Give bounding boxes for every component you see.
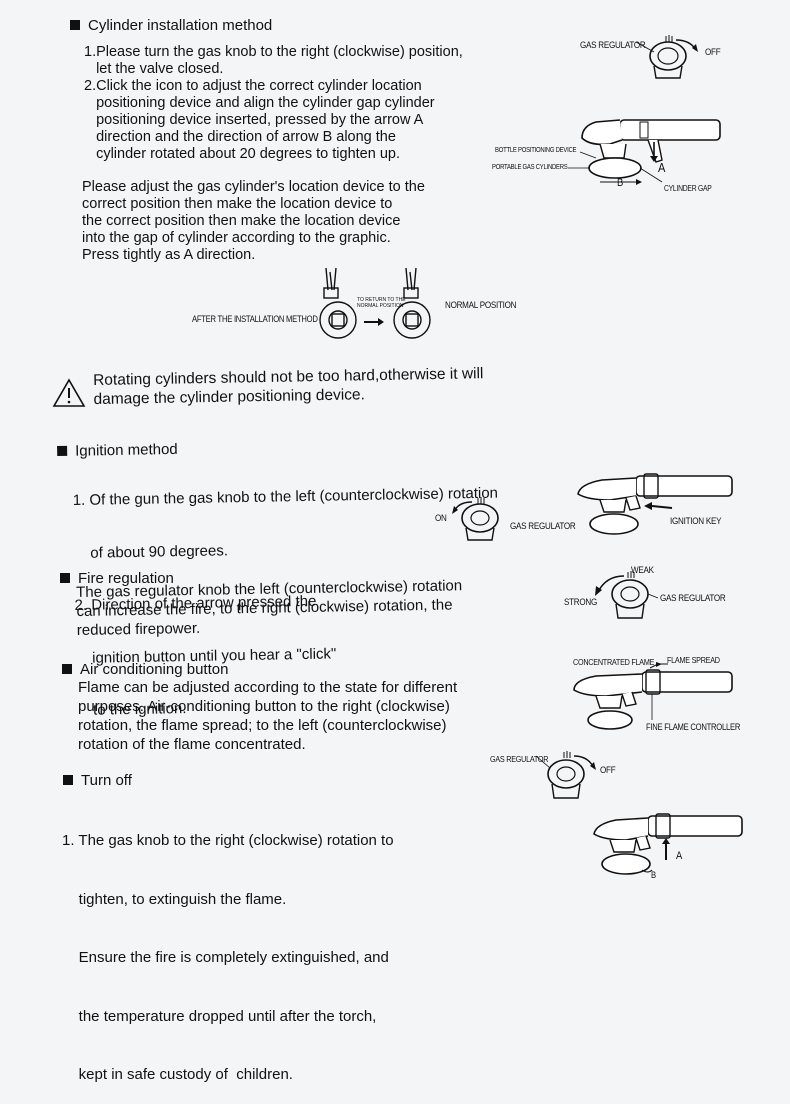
label-a: A [676,850,682,862]
cylinder-para-line: correct position then make the location … [82,196,393,212]
turnoff-line: 1. The gas knob to the right (clockwise)… [62,832,394,849]
cylinder-section-title: Cylinder installation method [70,17,272,35]
gas-regulator-label: GAS REGULATOR [510,521,576,532]
turnoff-torch-illustration [593,813,743,875]
bullet-square-icon [63,775,73,785]
off-label: OFF [705,47,721,58]
fine-flame-controller-label: FINE FLAME CONTROLLER [646,722,741,732]
air-section-title: Air conditioning button [62,661,228,679]
cylinder-paragraph: Please adjust the gas cylinder's locatio… [82,179,425,264]
warning-triangle-icon [52,378,86,407]
cylinder-step-line: cylinder rotated about 20 degrees to tig… [84,146,400,162]
off-label: OFF [600,765,616,776]
weak-label: WEAK [631,565,654,576]
turnoff-line: kept in safe custody of children. [62,1066,293,1083]
cylinder-gap-label: CYLINDER GAP [664,184,712,193]
label-a: A [658,160,666,175]
portable-cylinders-label: PORTABLE GAS CYLINDERS [492,164,568,171]
fire-steps: The gas regulator knob the left (counter… [76,576,463,640]
turnoff-steps: 1. The gas knob to the right (clockwise)… [62,792,394,1104]
air-line: purposes. Air-conditioning button to the… [78,698,450,715]
turnoff-knob-icon [535,751,596,799]
bullet-square-icon [57,445,68,456]
air-line: rotation, the flame spread; to the left … [78,717,447,734]
turnoff-line: Ensure the fire is completely extinguish… [62,949,389,966]
air-line: Flame can be adjusted according to the s… [78,679,458,696]
cylinder-steps: 1.Please turn the gas knob to the right … [84,44,463,163]
air-steps: Flame can be adjusted according to the s… [78,678,457,754]
to-return-label: TO RETURN TO THE [357,297,406,303]
gas-regulator-knob-icon [635,35,698,79]
fire-section-title: Fire regulation [60,570,174,588]
normal-position-label: NORMAL POSITION [445,300,517,311]
cylinder-para-line: Please adjust the gas cylinder's locatio… [82,179,425,195]
gas-regulator-label: GAS REGULATOR [490,754,549,764]
cylinder-step-line: let the valve closed. [84,61,224,77]
flame-spread-label: FLAME SPREAD [667,655,720,665]
turnoff-line: tighten, to extinguish the flame. [62,890,287,908]
ignition-torch-illustration [577,473,733,535]
gas-regulator-label: GAS REGULATOR [580,40,646,51]
ignition-knob-icon [452,497,499,541]
cylinder-step-line: positioning device inserted, pressed by … [84,112,424,128]
cylinder-step-line: direction and the direction of arrow B a… [84,129,396,145]
cylinder-para-line: Press tightly as A direction. [82,247,256,263]
label-b: B [651,870,656,880]
cylinder-step-line: 2.Click the icon to adjust the correct c… [84,78,422,94]
cylinder-para-line: the correct position then make the locat… [82,213,401,229]
gas-regulator-label: GAS REGULATOR [660,593,726,604]
air-conditioning-torch-illustration [573,662,733,730]
normal-position-small-label: NORMAL POSITION [357,303,404,309]
bullet-square-icon [60,573,70,583]
ignition-step-line: 1. Of the gun the gas knob to the left (… [72,484,499,509]
air-line: rotation of the flame concentrated. [78,736,306,753]
ignition-step-line: of about 90 degrees. [73,541,229,562]
concentrated-flame-label: CONCENTRATED FLAME [573,657,655,667]
cylinder-step-line: 1.Please turn the gas knob to the right … [84,44,463,60]
ignition-key-label: IGNITION KEY [670,516,722,527]
bullet-square-icon [70,20,80,30]
strong-label: STRONG [564,597,598,608]
cylinder-step-line: positioning device and align the cylinde… [84,95,435,111]
cylinder-para-line: into the gap of cylinder according to th… [82,230,391,246]
on-label: ON [435,513,447,524]
warning-text: Rotating cylinders should not be too har… [93,364,484,409]
label-b: B [617,177,623,189]
after-installation-label: AFTER THE INSTALLATION METHOD [192,314,318,324]
turnoff-line: the temperature dropped until after the … [62,1007,377,1025]
turnoff-section-title: Turn off [63,772,132,790]
fire-regulation-knob-icon [595,571,659,619]
bullet-square-icon [62,664,72,674]
bottle-positioning-label: BOTTLE POSITIONING DEVICE [495,147,577,154]
torch-installation-illustration [568,119,721,185]
cylinder-position-comparison-illustration [319,267,431,339]
